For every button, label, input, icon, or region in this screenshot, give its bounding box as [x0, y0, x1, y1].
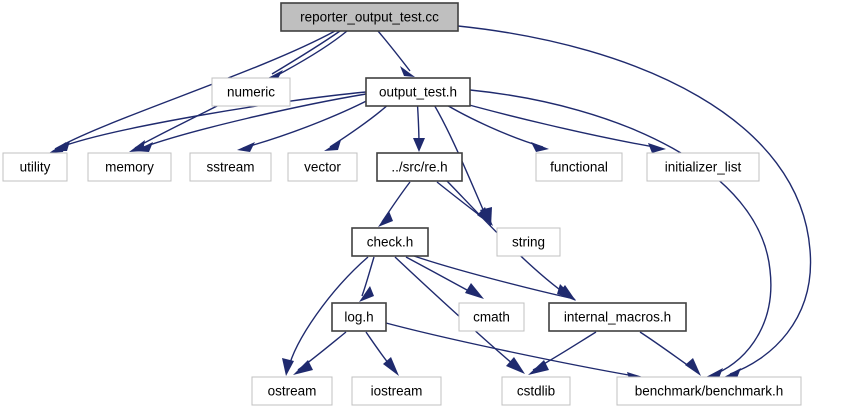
- node-box-initializer_list[interactable]: [646, 152, 760, 182]
- node-box-string[interactable]: [496, 227, 561, 257]
- arrowhead-check-to-log: [359, 286, 374, 302]
- node-numeric[interactable]: numeric: [211, 77, 291, 107]
- arrowhead-internal_macros-to-benchmark: [685, 358, 701, 376]
- node-iostream[interactable]: iostream: [351, 376, 442, 406]
- arrowhead-output_test-to-vector: [324, 140, 341, 151]
- node-box-benchmark[interactable]: [616, 376, 802, 406]
- arrowhead-output_test-to-src_re: [413, 138, 425, 152]
- edge-reporter_output_test-to-benchmark: [457, 25, 812, 375]
- node-box-numeric[interactable]: [211, 77, 291, 107]
- node-vector[interactable]: vector: [287, 152, 358, 182]
- node-reporter_output_test[interactable]: reporter_output_test.cc: [280, 2, 459, 32]
- edge-reporter_output_test-to-numeric: [271, 30, 341, 75]
- node-check[interactable]: check.h: [351, 227, 429, 257]
- node-box-reporter_output_test[interactable]: [280, 2, 459, 32]
- arrowhead-log-to-ostream: [293, 360, 313, 375]
- node-box-memory[interactable]: [87, 152, 172, 182]
- node-sstream[interactable]: sstream: [189, 152, 272, 182]
- node-box-check[interactable]: [351, 227, 429, 257]
- node-string[interactable]: string: [496, 227, 561, 257]
- node-utility[interactable]: utility: [2, 152, 68, 182]
- arrowhead-src_re-to-string: [477, 207, 493, 226]
- arrowhead-reporter_output_test-to-output_test: [400, 66, 415, 77]
- edge-log-to-benchmark: [385, 322, 641, 378]
- node-box-iostream[interactable]: [351, 376, 442, 406]
- edge-check-to-ostream: [287, 256, 369, 371]
- node-box-cstdlib[interactable]: [501, 376, 571, 406]
- node-box-sstream[interactable]: [189, 152, 272, 182]
- edge-reporter_output_test-to-output_test: [377, 30, 411, 72]
- edge-output_test-to-benchmark: [469, 89, 772, 376]
- arrowhead-output_test-to-functional: [531, 142, 549, 152]
- edge-output_test-to-initializer_list: [443, 97, 661, 149]
- arrowhead-check-to-internal_macros: [557, 284, 576, 300]
- node-memory[interactable]: memory: [87, 152, 172, 182]
- arrowhead-check-to-ostream: [282, 358, 294, 376]
- arrowhead-log-to-iostream: [383, 357, 399, 376]
- arrowhead-output_test-to-sstream: [237, 142, 255, 152]
- node-box-ostream[interactable]: [251, 376, 333, 406]
- node-cstdlib[interactable]: cstdlib: [501, 376, 571, 406]
- node-box-log[interactable]: [331, 302, 387, 332]
- arrowhead-output_test-to-utility: [52, 141, 70, 151]
- edge-output_test-to-memory: [140, 93, 367, 149]
- node-log[interactable]: log.h: [331, 302, 387, 332]
- node-box-utility[interactable]: [2, 152, 68, 182]
- node-src_re[interactable]: ../src/re.h: [376, 152, 463, 182]
- node-box-cmath[interactable]: [458, 302, 525, 332]
- node-box-src_re[interactable]: [376, 152, 463, 182]
- arrowhead-src_re-to-check: [378, 211, 393, 227]
- arrowhead-output_test-to-memory: [135, 142, 153, 152]
- node-box-functional[interactable]: [535, 152, 623, 182]
- arrowhead-output_test-to-benchmark: [706, 368, 723, 378]
- node-internal_macros[interactable]: internal_macros.h: [548, 302, 687, 332]
- arrowhead-internal_macros-to-cstdlib: [528, 360, 549, 375]
- node-output_test[interactable]: output_test.h: [365, 77, 471, 107]
- node-box-internal_macros[interactable]: [548, 302, 687, 332]
- arrowhead-check-to-cmath: [465, 283, 484, 299]
- edge-layer: [49, 25, 812, 382]
- arrowhead-reporter_output_test-to-benchmark: [724, 368, 741, 378]
- edge-output_test-to-utility: [57, 91, 367, 149]
- node-initializer_list[interactable]: initializer_list: [646, 152, 760, 182]
- node-box-output_test[interactable]: [365, 77, 471, 107]
- edge-check-to-internal_macros: [413, 255, 571, 299]
- node-ostream[interactable]: ostream: [251, 376, 333, 406]
- node-box-vector[interactable]: [287, 152, 358, 182]
- arrowhead-output_test-to-initializer_list: [648, 143, 666, 153]
- arrowhead-check-to-cstdlib: [506, 357, 525, 374]
- edge-reporter_output_test-to-utility: [54, 30, 336, 150]
- edge-check-to-log: [361, 256, 375, 297]
- node-benchmark[interactable]: benchmark/benchmark.h: [616, 376, 802, 406]
- node-functional[interactable]: functional: [535, 152, 623, 182]
- node-cmath[interactable]: cmath: [458, 302, 525, 332]
